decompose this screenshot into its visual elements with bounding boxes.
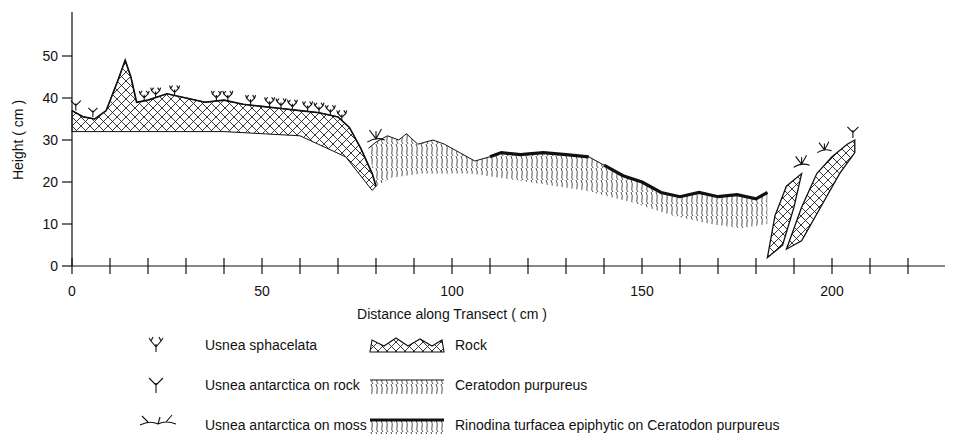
legend-text: Usnea antarctica on rock: [205, 377, 360, 393]
tick-label: 100: [440, 283, 463, 299]
usnea-antarctica-rock: [88, 108, 97, 117]
usnea-sphacelata: [287, 100, 297, 110]
axis-tick: [62, 139, 72, 140]
axis-line: [72, 12, 945, 266]
tick-label: 40: [42, 90, 58, 106]
axis-tick: [793, 258, 794, 274]
axis-tick: [641, 258, 642, 274]
axis-tick: [527, 258, 528, 274]
usnea-sphacelata: [337, 110, 347, 120]
usnea-antarctica-moss: [794, 155, 810, 167]
usnea-sphacelata: [223, 91, 233, 101]
axis-tick: [337, 258, 338, 274]
tick-label: 0: [50, 258, 58, 274]
legend-text: Rock: [455, 337, 487, 353]
legend-text: Usnea antarctica on moss: [205, 417, 367, 433]
usnea-antarctica-rock: [71, 101, 81, 111]
tick-label: 0: [68, 283, 76, 299]
axis-tick: [299, 258, 300, 274]
usnea-sphacelata: [246, 95, 256, 105]
tick-label: 200: [820, 283, 843, 299]
usnea-sphacelata: [276, 99, 286, 109]
usnea-sphacelata: [211, 91, 221, 101]
axis-tick: [62, 97, 72, 98]
axis-tick: [261, 258, 262, 274]
usnea-sphacelata: [325, 105, 335, 115]
axis-tick: [413, 258, 414, 274]
rinodina-crust: [490, 153, 589, 157]
tick-label: 30: [42, 132, 58, 148]
rinodina-crust: [604, 165, 767, 199]
usnea-sphacelata: [265, 97, 275, 107]
tick-label: 20: [42, 174, 58, 190]
axis-tick: [62, 55, 72, 56]
axis-tick: [755, 258, 756, 274]
axis-tick: [603, 258, 604, 274]
usnea-antarctica-rock: [847, 127, 858, 138]
rock: [767, 174, 801, 258]
axis-tick: [907, 258, 908, 274]
axis-tick: [869, 258, 870, 274]
usnea-antarctica-moss: [367, 129, 385, 142]
legend-text: Ceratodon purpureus: [455, 377, 587, 393]
rock: [786, 140, 854, 249]
usnea-sphacelata: [139, 91, 149, 101]
legend-text: Usnea sphacelata: [205, 337, 317, 353]
axis-tick: [109, 258, 110, 274]
axis-tick: [62, 265, 72, 266]
usnea-sphacelata: [303, 101, 313, 111]
axis-title: Distance along Transect ( cm ): [357, 306, 547, 322]
legend-text: Rinodina turfacea epiphytic on Ceratodon…: [455, 417, 780, 433]
tick-label: 150: [630, 283, 653, 299]
axis-tick: [831, 258, 832, 274]
axis-tick: [71, 258, 72, 274]
axis-tick: [62, 181, 72, 182]
usnea-sphacelata: [170, 85, 180, 95]
rock-surface: [72, 60, 376, 186]
rock: [72, 60, 376, 190]
moss: [368, 134, 767, 229]
axis-tick: [185, 258, 186, 274]
moss-surface: [368, 134, 767, 199]
axis-tick: [375, 258, 376, 274]
axis-tick: [451, 258, 452, 274]
usnea-antarctica-moss: [817, 142, 831, 153]
tick-label: 10: [42, 216, 58, 232]
axis-title: Height ( cm ): [10, 100, 26, 180]
usnea-sphacelata: [314, 103, 324, 113]
axis-tick: [147, 258, 148, 274]
axis-tick: [565, 258, 566, 274]
axis-tick: [62, 223, 72, 224]
axis-tick: [489, 258, 490, 274]
axis-tick: [679, 258, 680, 274]
usnea-sphacelata: [151, 88, 161, 98]
axis-tick: [717, 258, 718, 274]
tick-label: 50: [254, 283, 270, 299]
tick-label: 50: [42, 48, 58, 64]
axis-tick: [223, 258, 224, 274]
